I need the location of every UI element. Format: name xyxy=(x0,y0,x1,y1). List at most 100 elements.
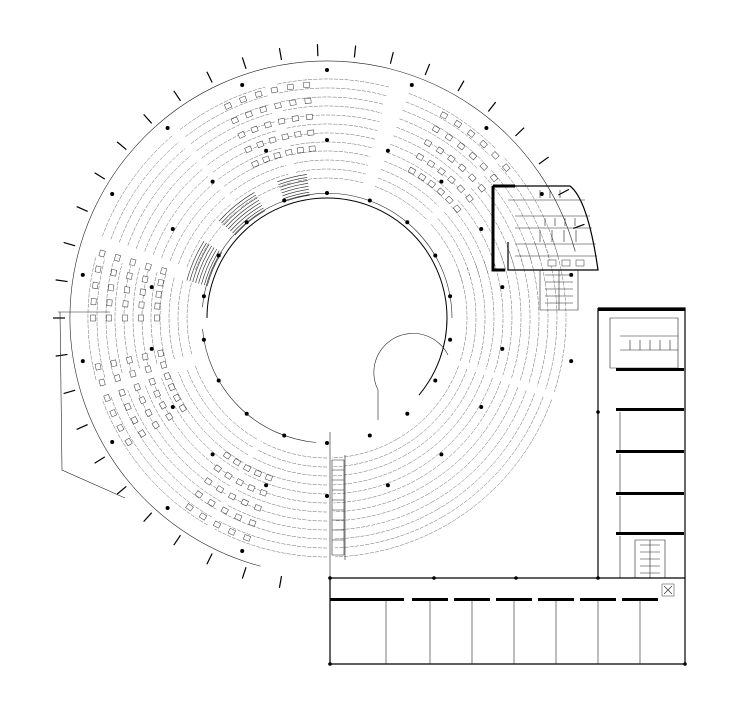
desk xyxy=(431,125,441,134)
desk xyxy=(129,369,137,378)
desk xyxy=(144,262,152,271)
stair-tread xyxy=(186,241,205,281)
seat-row xyxy=(410,375,485,463)
desk xyxy=(263,121,272,129)
seat-row xyxy=(408,93,497,150)
seat-row xyxy=(333,485,425,513)
stair-tread xyxy=(230,205,263,232)
desk xyxy=(139,288,146,296)
desk xyxy=(253,469,262,478)
seat-row xyxy=(441,396,544,518)
seat-row xyxy=(102,399,208,526)
seat-row xyxy=(380,169,439,207)
seat-row xyxy=(428,387,519,494)
stair-tread xyxy=(227,202,261,230)
desk xyxy=(239,95,248,104)
seat-row xyxy=(334,493,429,522)
stair-tread xyxy=(232,207,264,234)
seat-row xyxy=(178,196,226,265)
seating-rows xyxy=(87,78,567,558)
seat-row xyxy=(475,263,486,367)
desk xyxy=(123,286,131,294)
desk xyxy=(160,361,168,369)
desk xyxy=(439,111,449,120)
desk xyxy=(468,151,478,161)
desk xyxy=(453,204,462,213)
seat-row xyxy=(491,169,541,261)
column xyxy=(439,452,444,457)
stair-tread xyxy=(234,210,266,236)
outer-ring-wall xyxy=(53,44,585,588)
desk xyxy=(285,148,293,156)
desk xyxy=(445,195,454,205)
seat-row xyxy=(240,182,291,208)
seat-row xyxy=(294,159,368,166)
seat-row xyxy=(466,266,477,365)
seat-row xyxy=(177,279,184,357)
desk xyxy=(436,187,446,196)
column xyxy=(409,83,414,87)
column xyxy=(110,440,115,444)
seat-row xyxy=(248,465,328,486)
seat-row xyxy=(196,112,273,152)
seat-row xyxy=(393,135,465,181)
seat-row xyxy=(423,384,510,487)
seat-row xyxy=(150,272,158,364)
room-wall xyxy=(622,598,658,601)
desk xyxy=(138,429,147,438)
desk xyxy=(274,102,282,110)
desk xyxy=(281,133,289,141)
desk xyxy=(256,140,265,149)
seat-row xyxy=(169,189,220,261)
desk xyxy=(479,139,488,149)
column xyxy=(240,83,245,87)
seat-row xyxy=(284,114,380,123)
desk xyxy=(153,389,161,398)
seat-row xyxy=(277,78,389,88)
desk xyxy=(118,388,126,397)
desk xyxy=(133,383,141,392)
seat-row xyxy=(105,260,114,376)
stair-tread xyxy=(189,242,207,282)
seat-row xyxy=(218,520,328,549)
desk xyxy=(204,477,213,486)
desk xyxy=(268,136,277,144)
column xyxy=(500,346,505,351)
room-wall xyxy=(412,598,448,601)
desk xyxy=(144,365,152,374)
desk xyxy=(247,484,256,492)
desk xyxy=(155,290,162,298)
seat-row xyxy=(119,148,186,243)
column xyxy=(264,483,269,488)
wall-fin xyxy=(487,101,497,112)
desk xyxy=(113,374,121,382)
stair-tread xyxy=(280,183,309,191)
seat-row xyxy=(110,141,180,240)
wall-fin xyxy=(94,172,106,180)
stair-tread xyxy=(277,174,307,182)
desk xyxy=(294,131,302,138)
column xyxy=(170,227,175,231)
column xyxy=(80,359,85,364)
column xyxy=(385,148,390,153)
desk xyxy=(223,102,233,110)
desk xyxy=(160,267,168,275)
seat-row xyxy=(384,160,446,201)
room-wall xyxy=(330,598,370,601)
seat-row xyxy=(374,186,427,220)
seat-row xyxy=(144,169,203,252)
desk xyxy=(277,117,286,125)
desk xyxy=(138,314,144,322)
seat-row xyxy=(231,497,328,522)
seat-row xyxy=(405,101,490,156)
seat-row xyxy=(195,365,258,440)
seat-row xyxy=(332,446,402,468)
stair-blocks xyxy=(186,174,310,286)
seat-row xyxy=(419,381,502,479)
desk xyxy=(126,356,133,364)
column xyxy=(149,285,154,290)
seat-row xyxy=(471,188,515,268)
seat-row xyxy=(534,242,549,387)
seat-row xyxy=(333,478,420,504)
seat-row xyxy=(551,236,567,392)
